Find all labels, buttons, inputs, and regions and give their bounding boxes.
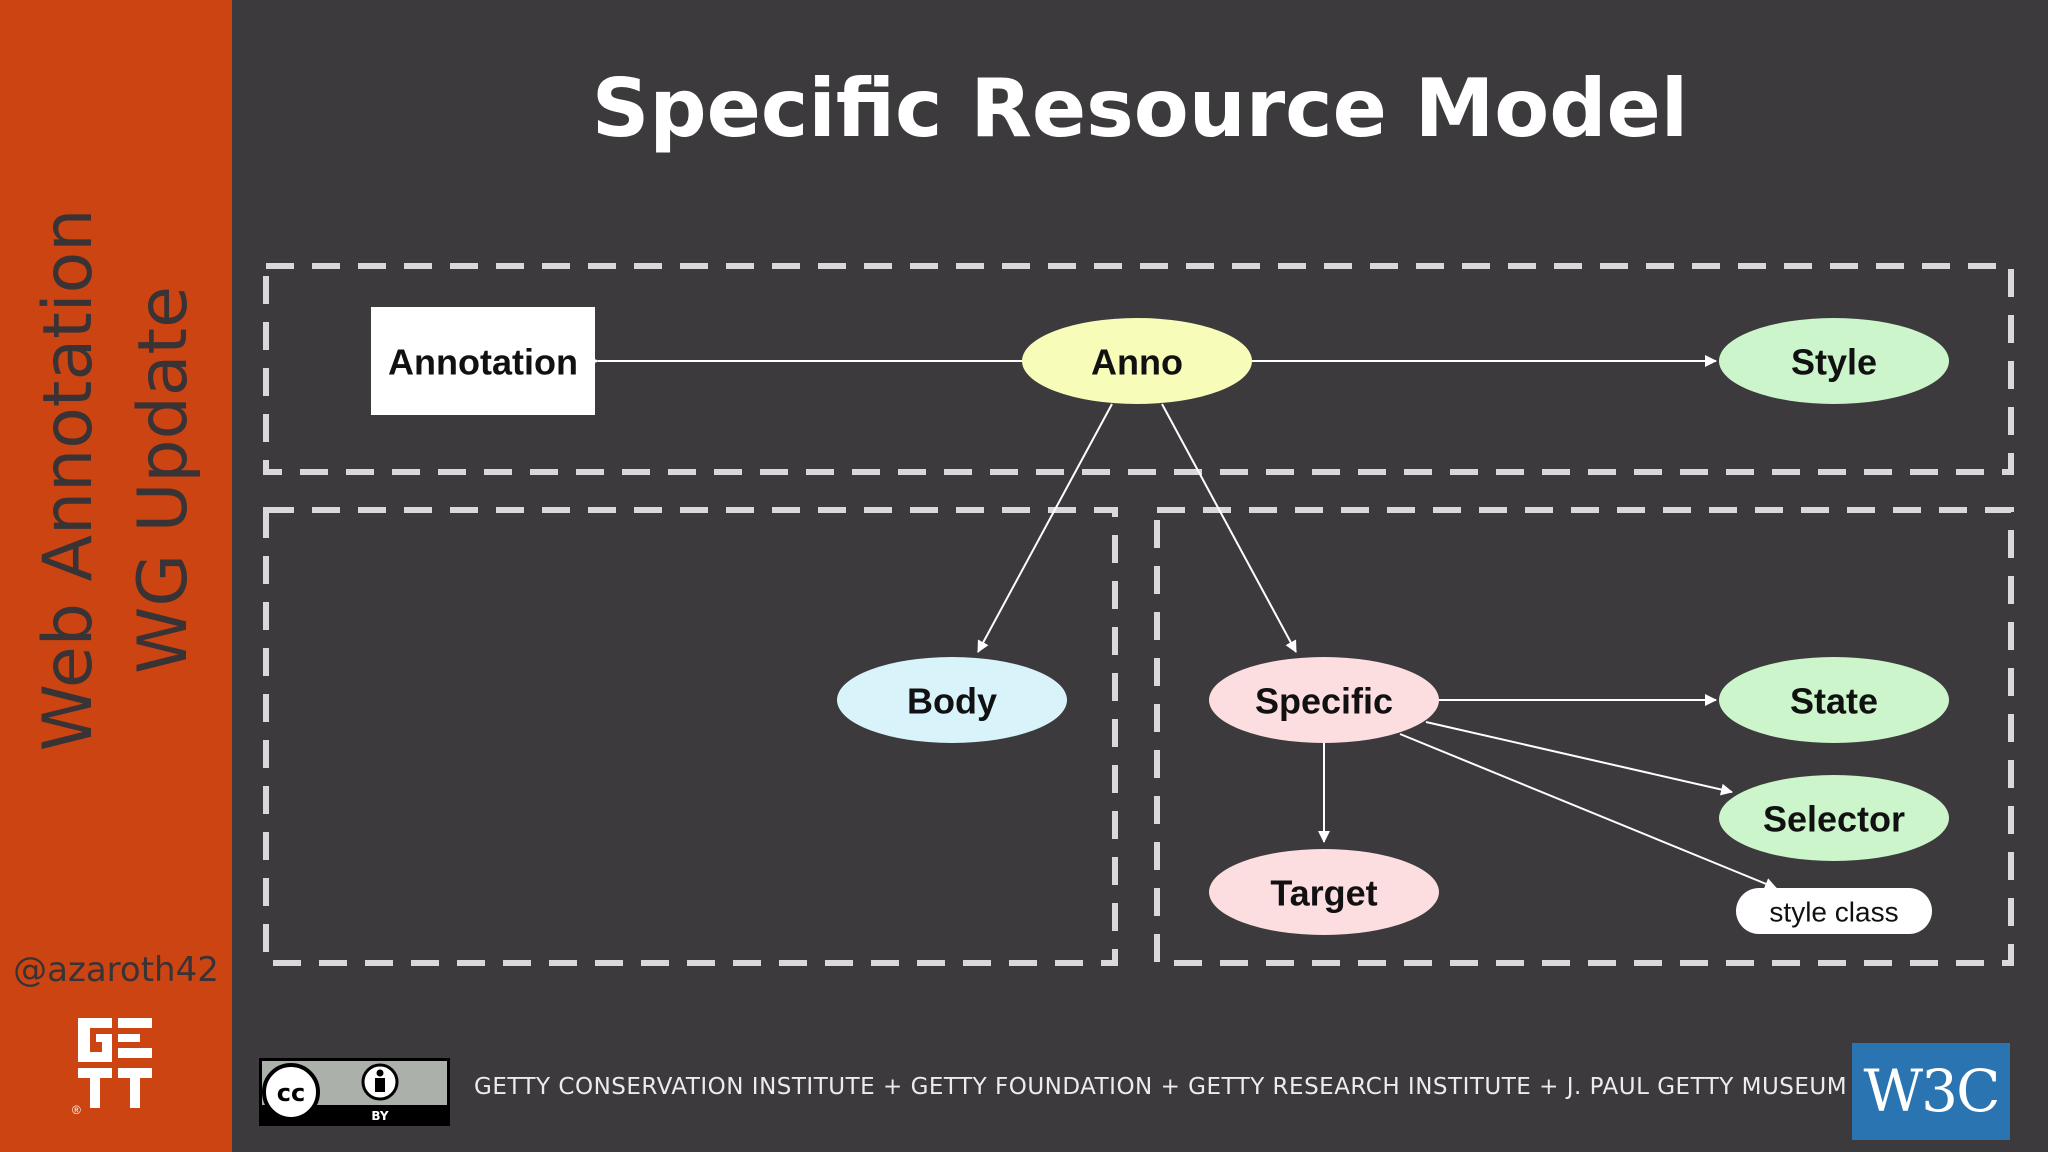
svg-text:®: ® <box>72 1103 81 1114</box>
svg-text:cc: cc <box>277 1079 305 1107</box>
style-class-node-label: style class <box>1769 897 1898 928</box>
footer-institutions: GETTY CONSERVATION INSTITUTE + GETTY FOU… <box>474 1074 1848 1100</box>
body-node: Body <box>837 657 1067 743</box>
target-node-label: Target <box>1270 873 1377 914</box>
sidebar: Web Annotation WG Update @azaroth42 ® <box>0 0 232 1152</box>
w3c-logo: W3C <box>1852 1043 2010 1140</box>
target-node: Target <box>1209 849 1439 935</box>
selector-node-label: Selector <box>1763 799 1905 840</box>
annotation-group-box <box>263 263 2014 475</box>
style-class-node: style class <box>1736 888 1932 934</box>
selector-node: Selector <box>1719 775 1949 861</box>
annotation-node: Annotation <box>371 307 595 415</box>
cc-by-label: BY <box>371 1109 388 1123</box>
annotation-node-label: Annotation <box>388 342 578 383</box>
w3c-logo-text: W3C <box>1863 1057 2001 1125</box>
edge-anno-specific <box>1161 403 1297 653</box>
edge-anno-body <box>977 403 1113 653</box>
specific-node: Specific <box>1209 657 1439 743</box>
specific-node-label: Specific <box>1255 681 1393 722</box>
twitter-handle: @azaroth42 <box>13 950 219 990</box>
style-node: Style <box>1719 318 1949 404</box>
getty-logo: ® <box>72 1018 152 1114</box>
cc-by-license-badge: cc BY <box>259 1058 450 1126</box>
state-node-label: State <box>1790 681 1878 722</box>
target-group-box <box>1154 507 2014 966</box>
style-node-label: Style <box>1791 342 1877 383</box>
state-node: State <box>1719 657 1949 743</box>
body-group-box <box>263 507 1118 966</box>
anno-node-label: Anno <box>1091 342 1183 383</box>
body-node-label: Body <box>907 681 997 722</box>
attribution-icon <box>361 1063 399 1101</box>
edge-specific-style-class <box>1399 733 1777 890</box>
slide-title: Specific Resource Model <box>591 62 1689 155</box>
cc-icon: cc <box>262 1063 320 1121</box>
anno-node: Anno <box>1022 318 1252 404</box>
edge-specific-selector <box>1425 721 1733 796</box>
